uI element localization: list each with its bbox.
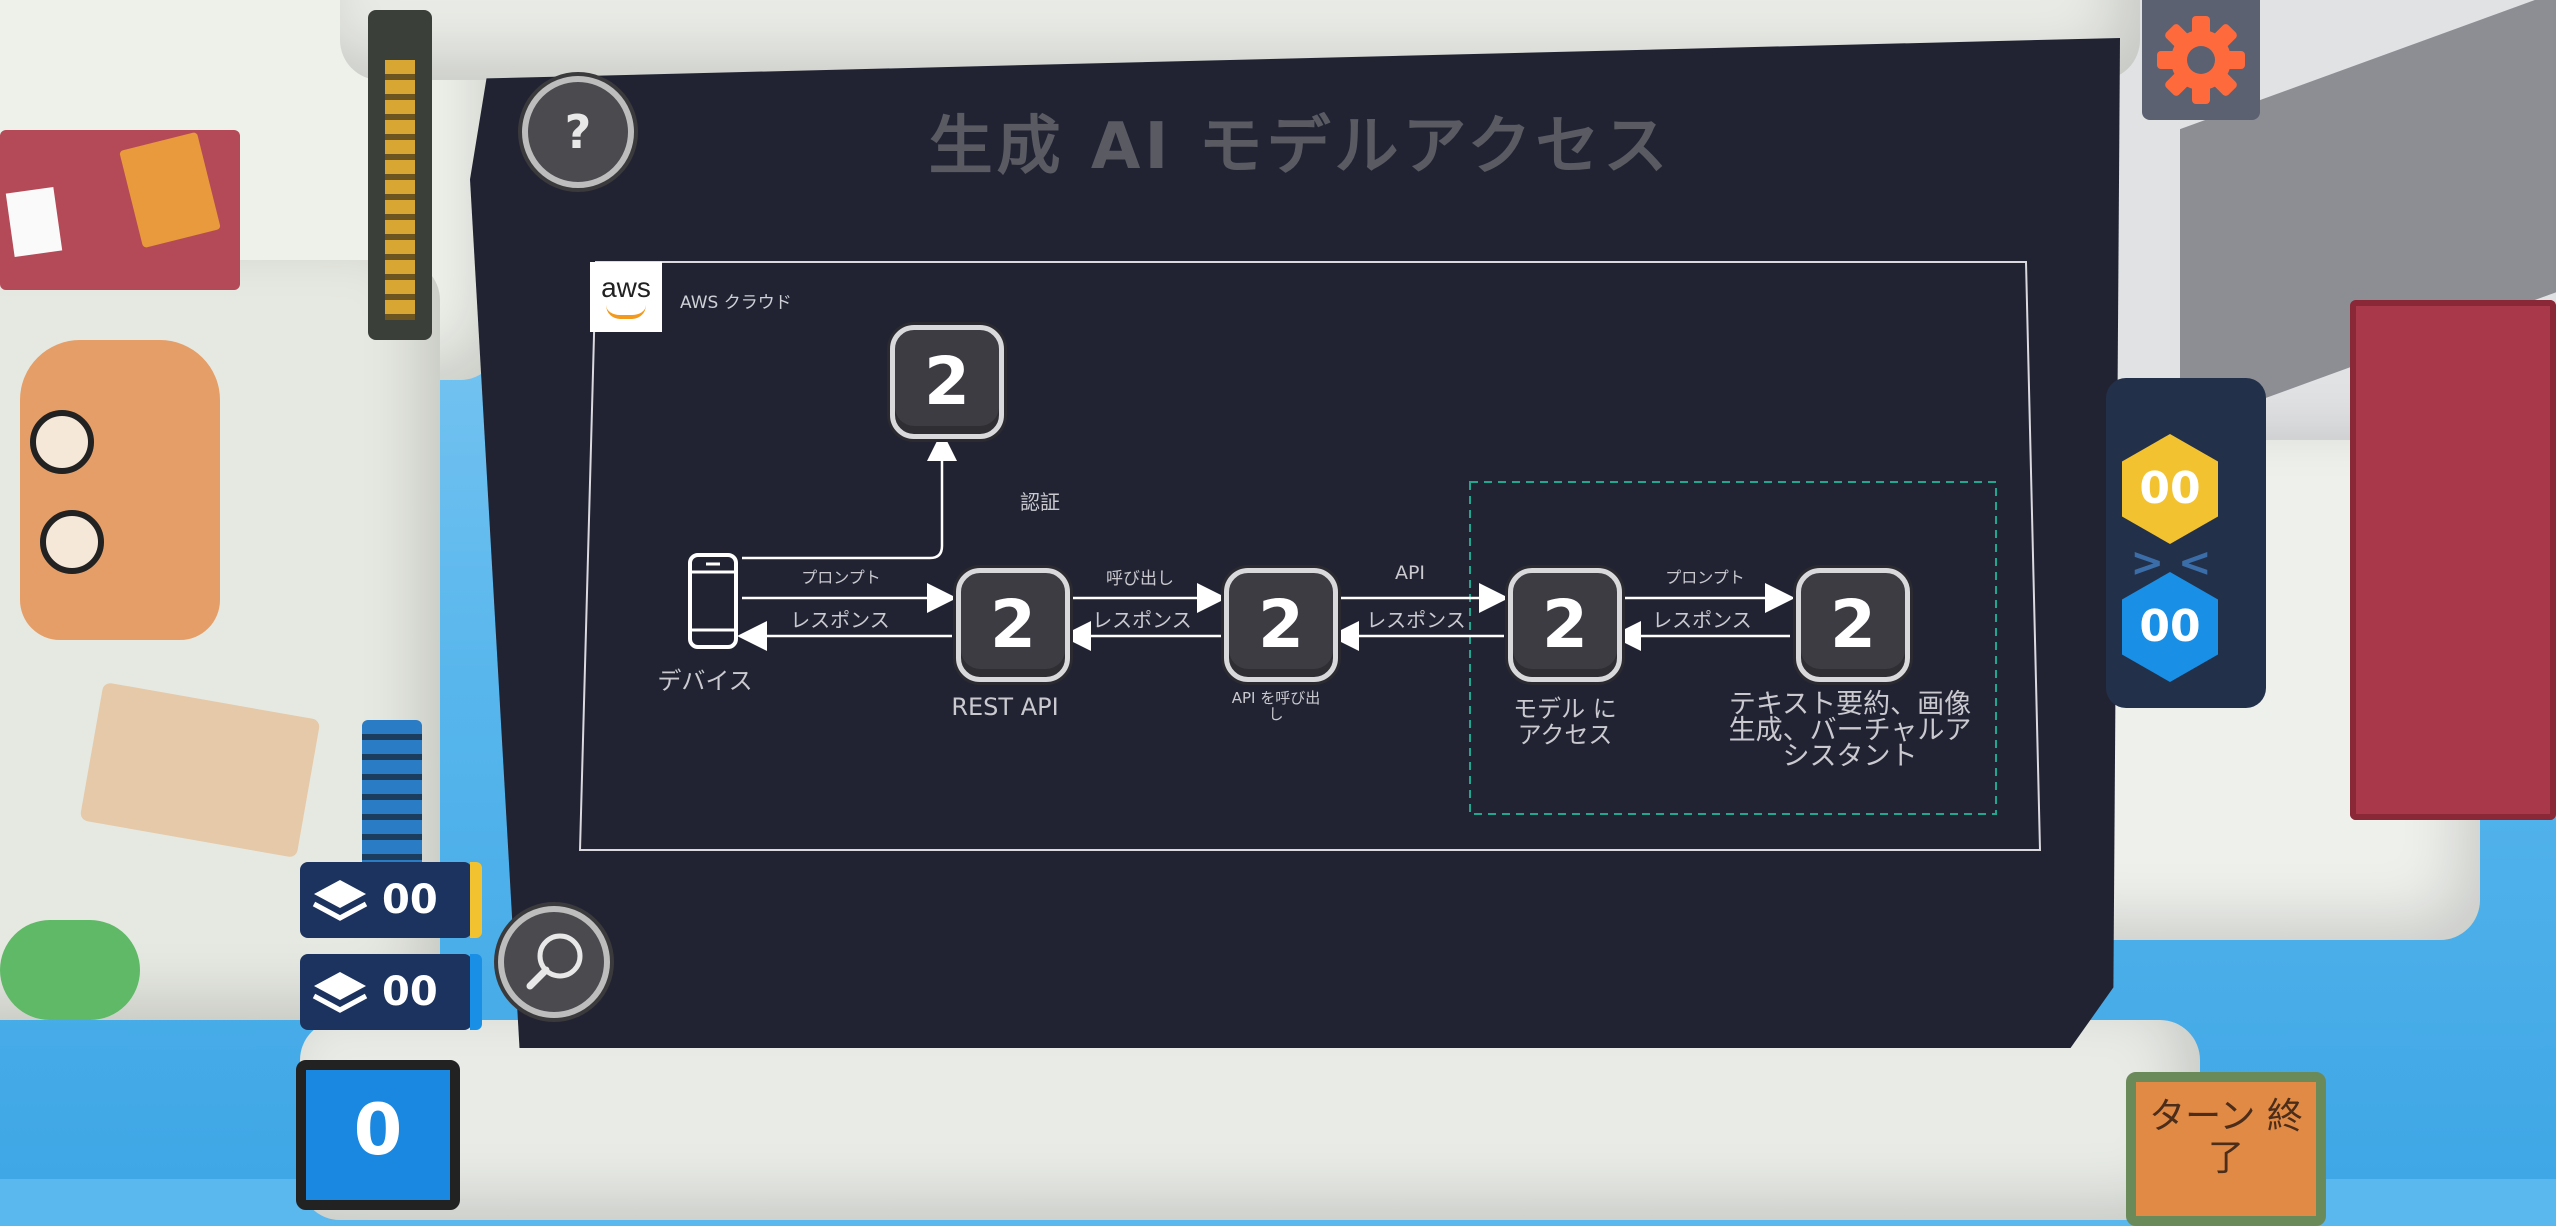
- board-title: 生成 AI モデルアクセス: [928, 110, 1672, 184]
- model-access-label: モデル に アクセス: [1513, 695, 1617, 749]
- call-api-node[interactable]: 2: [1224, 568, 1338, 682]
- aws-cloud-label: AWS クラウド: [680, 293, 792, 313]
- settings-button[interactable]: [2142, 0, 2260, 120]
- rest-response-label: レスポンス: [1092, 608, 1192, 632]
- deck-counter-top: 00: [300, 862, 482, 938]
- help-button[interactable]: ?: [522, 76, 634, 188]
- spring-handle: [362, 720, 422, 890]
- deck-count-bottom: 00: [382, 969, 438, 1015]
- magnifier-icon: [526, 933, 583, 990]
- model-access-node[interactable]: 2: [1508, 568, 1622, 682]
- call-api-label: API を呼び出し: [1231, 689, 1321, 723]
- result-label: テキスト要約、画像生成、バーチャルアシスタント: [1728, 689, 1972, 772]
- aws-logo-smile: [606, 305, 646, 319]
- aws-logo-icon: aws: [590, 262, 662, 332]
- model-prompt-label: プロンプト: [1665, 568, 1745, 587]
- hp-counter: 0: [296, 1060, 460, 1210]
- deck-counter-bottom: 00: [300, 954, 482, 1030]
- octopus-character: [20, 340, 220, 640]
- model-access-dashed-box: [1469, 481, 1997, 815]
- aws-cloud-frame: [578, 261, 2042, 851]
- layers-icon: [312, 972, 368, 1013]
- api-label: API: [1394, 562, 1426, 584]
- device-prompt-label: プロンプト: [801, 568, 881, 587]
- diagram-board: [470, 38, 2120, 1048]
- deck-stripe-yellow: [470, 862, 482, 938]
- layers-icon: [312, 880, 368, 921]
- turn-end-button[interactable]: ターン 終了: [2126, 1072, 2326, 1226]
- device-label: デバイス: [657, 667, 753, 695]
- hammer-grip: [385, 60, 415, 320]
- auth-node[interactable]: 2: [890, 325, 1004, 439]
- deck-stripe-blue: [470, 954, 482, 1030]
- rest-api-label: REST API: [951, 693, 1059, 721]
- api-response-label: レスポンス: [1366, 608, 1466, 632]
- device-response-label: レスポンス: [790, 608, 890, 632]
- gear-icon: [2157, 16, 2245, 104]
- character-glasses: [40, 510, 104, 574]
- diagram-connectors: [578, 261, 2042, 851]
- character-glasses: [30, 410, 94, 474]
- deck-count-top: 00: [382, 877, 438, 923]
- rest-call-label: 呼び出し: [1106, 569, 1174, 589]
- shelf: [2350, 300, 2556, 820]
- rest-api-node[interactable]: 2: [956, 568, 1070, 682]
- green-object: [0, 920, 140, 1020]
- zoom-button[interactable]: [498, 906, 610, 1018]
- auth-arrow: [742, 431, 957, 560]
- result-node[interactable]: 2: [1796, 568, 1910, 682]
- model-response-label: レスポンス: [1652, 608, 1752, 632]
- device-phone-icon: [688, 553, 738, 649]
- auth-label: 認証: [1020, 490, 1060, 514]
